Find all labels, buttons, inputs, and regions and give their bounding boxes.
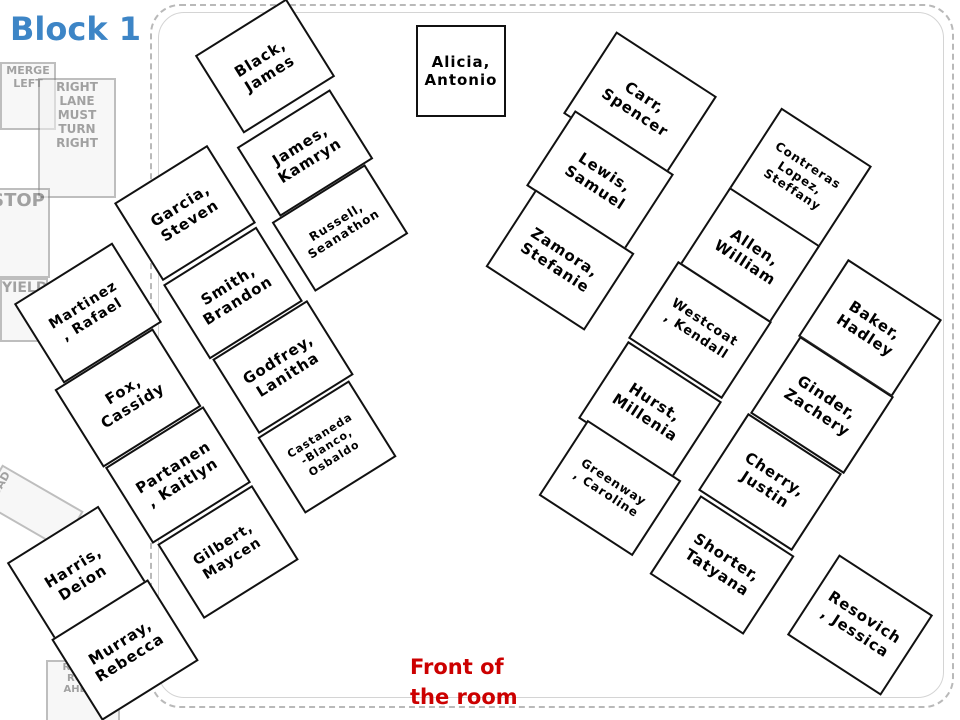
- road-sign: STOP: [0, 188, 50, 278]
- front-label-text: Front of the room: [410, 655, 518, 710]
- student-card: Alicia, Antonio: [416, 25, 506, 117]
- road-sign: RIGHT LANE MUST TURN RIGHT: [38, 78, 116, 198]
- block-title: Block 1: [10, 10, 141, 48]
- front-of-room-label: Front of the room: [410, 652, 518, 713]
